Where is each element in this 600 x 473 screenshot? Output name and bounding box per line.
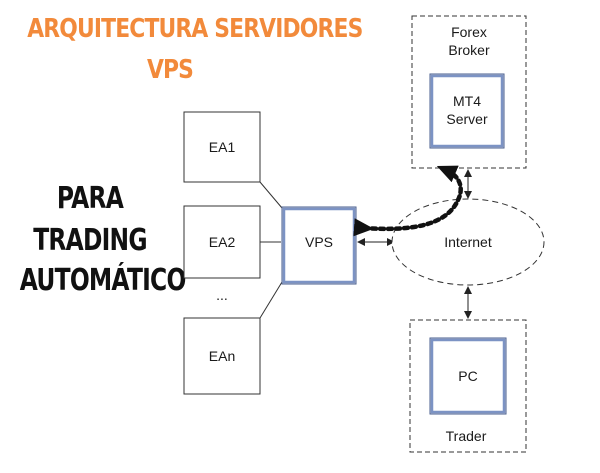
- pc-box: PC: [429, 337, 507, 415]
- trader-label: Trader: [446, 428, 487, 444]
- broker-label-line2: Broker: [448, 42, 490, 58]
- pc-label: PC: [458, 368, 477, 384]
- side-text-automatico: AUTOMÁTICO: [19, 263, 187, 298]
- ean-label: EAn: [209, 348, 235, 364]
- vps-box: VPS: [281, 206, 357, 285]
- side-text-trading: TRADING: [33, 223, 147, 258]
- mt4-label-line1: MT4: [453, 93, 481, 109]
- internet-label: Internet: [444, 234, 492, 250]
- ea2-box: EA2: [183, 205, 261, 279]
- ea2-label: EA2: [209, 234, 236, 250]
- ea1-label: EA1: [209, 139, 236, 155]
- diagram-title-line2: VPS: [146, 55, 194, 85]
- connector-ean-vps: [259, 281, 283, 319]
- trader-box: Trader: [409, 319, 527, 453]
- forex-broker-box: Forex Broker: [411, 15, 527, 169]
- vps-to-mt4-dotted-path: [353, 165, 463, 237]
- diagram-title-line1: ARQUITECTURA SERVIDORES: [27, 14, 363, 44]
- mt4-label-line2: Server: [446, 111, 488, 127]
- mt4-server-box: MT4 Server: [429, 73, 505, 149]
- internet-cloud: Internet: [391, 198, 545, 286]
- ea-ellipsis: ...: [216, 287, 228, 303]
- broker-label-line1: Forex: [451, 24, 487, 40]
- side-text-para: PARA: [56, 181, 124, 216]
- ea1-box: EA1: [183, 111, 261, 183]
- ean-box: EAn: [183, 317, 261, 395]
- connector-ea1-vps: [259, 181, 283, 209]
- vps-label: VPS: [305, 234, 333, 250]
